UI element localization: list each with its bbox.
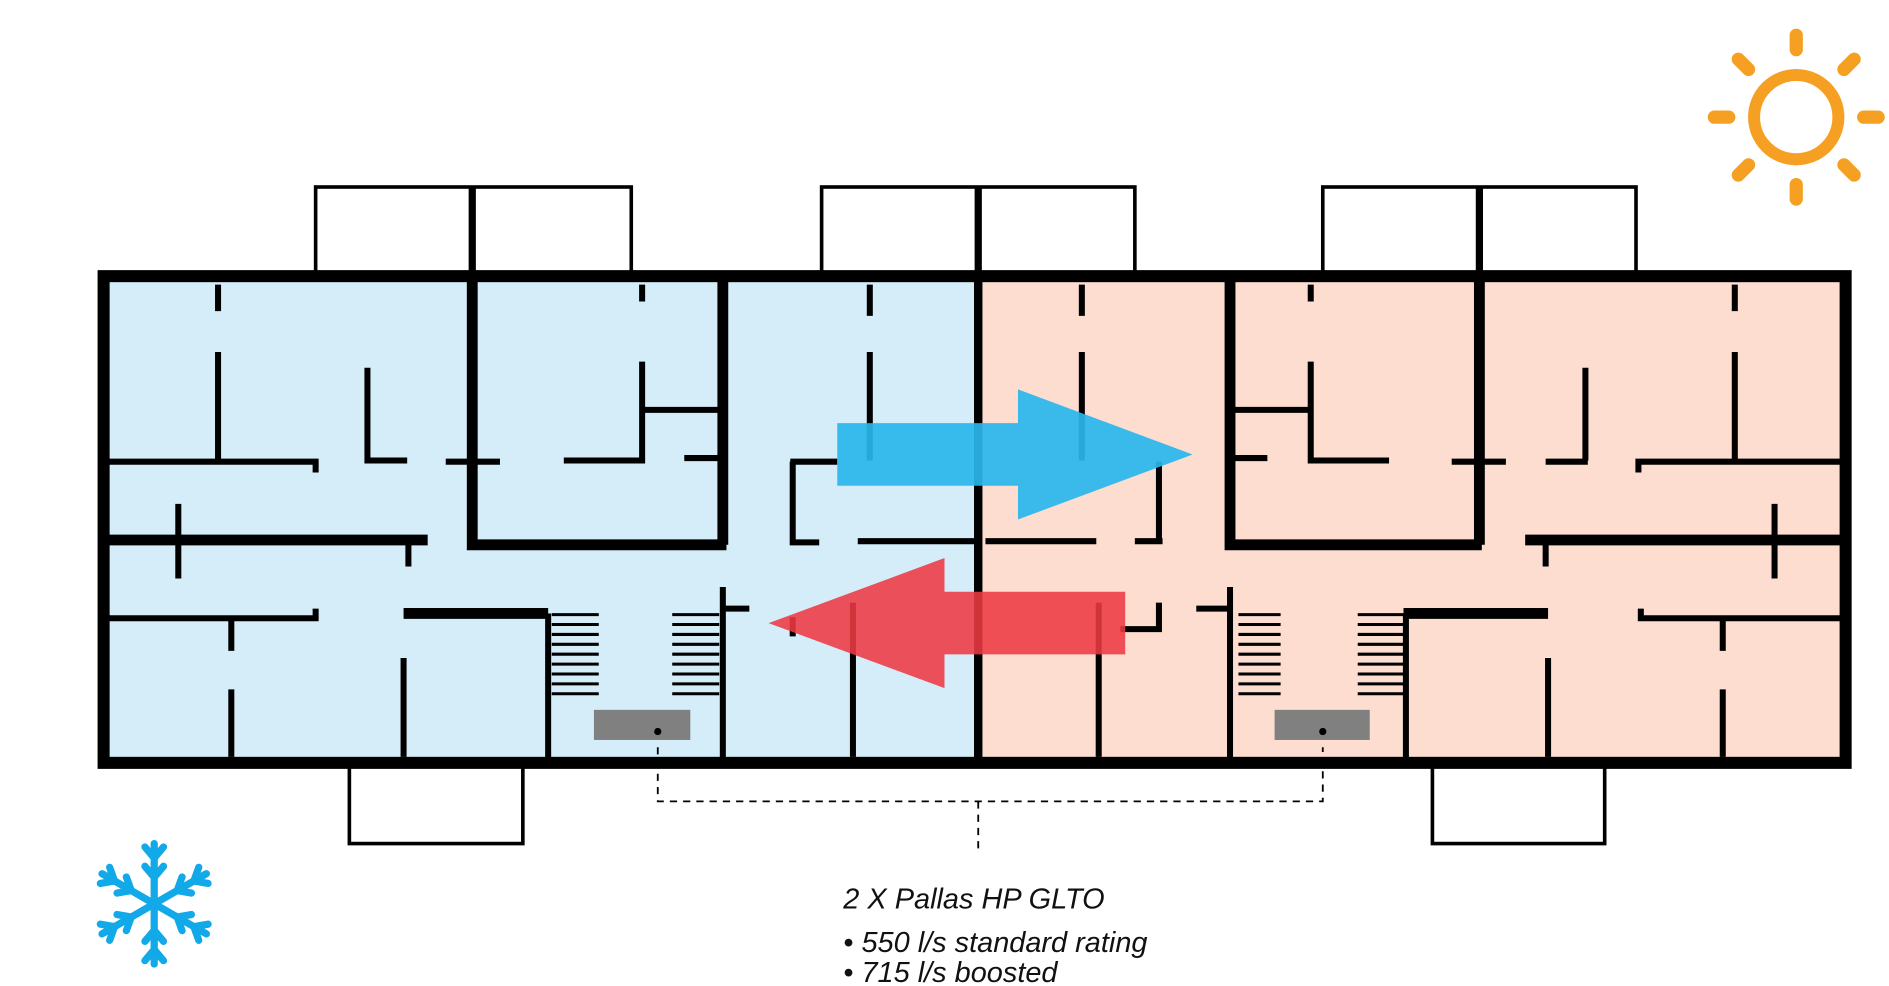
ventilation-unit-right <box>1274 709 1370 740</box>
sun-ray <box>1731 52 1756 77</box>
sun-ray <box>1837 158 1861 182</box>
stairs <box>551 613 1404 696</box>
unit-connection-dot <box>1319 727 1327 736</box>
snowflake-branch <box>173 910 196 921</box>
snowflake-branch <box>150 926 168 945</box>
balcony-dividers <box>468 187 1484 277</box>
snowflake-branch <box>141 843 158 862</box>
snowflake-branch <box>122 913 135 935</box>
unit-spec-standard: • 550 l/s standard rating <box>843 927 1147 959</box>
snowflake-branch <box>113 886 135 897</box>
sun-ray <box>1837 52 1861 77</box>
snowflake-branch <box>190 863 203 885</box>
snowflake-branch <box>141 862 158 881</box>
unit-connection-dot <box>654 727 662 736</box>
warm-zone <box>978 279 1846 760</box>
sun-icon <box>1707 28 1885 206</box>
snowflake-branch <box>150 945 168 965</box>
thick-walls <box>97 270 1852 769</box>
snowflake-branch <box>173 873 186 895</box>
unit-label-title: 2 X Pallas HP GLTO <box>842 884 1104 916</box>
sun-ray <box>1731 158 1756 182</box>
ventilation-unit-left <box>593 709 691 740</box>
cold-zone <box>106 279 979 760</box>
return-airflow-arrow <box>768 558 1126 689</box>
snowflake-icon <box>96 839 212 968</box>
snowflake-branch <box>190 920 212 931</box>
snowflake-branch <box>96 877 119 888</box>
duct-connection <box>656 747 1324 850</box>
snowflake-branch <box>106 923 119 944</box>
unit-spec-boosted: • 715 l/s boosted <box>843 957 1058 986</box>
supply-airflow-arrow <box>837 389 1193 520</box>
